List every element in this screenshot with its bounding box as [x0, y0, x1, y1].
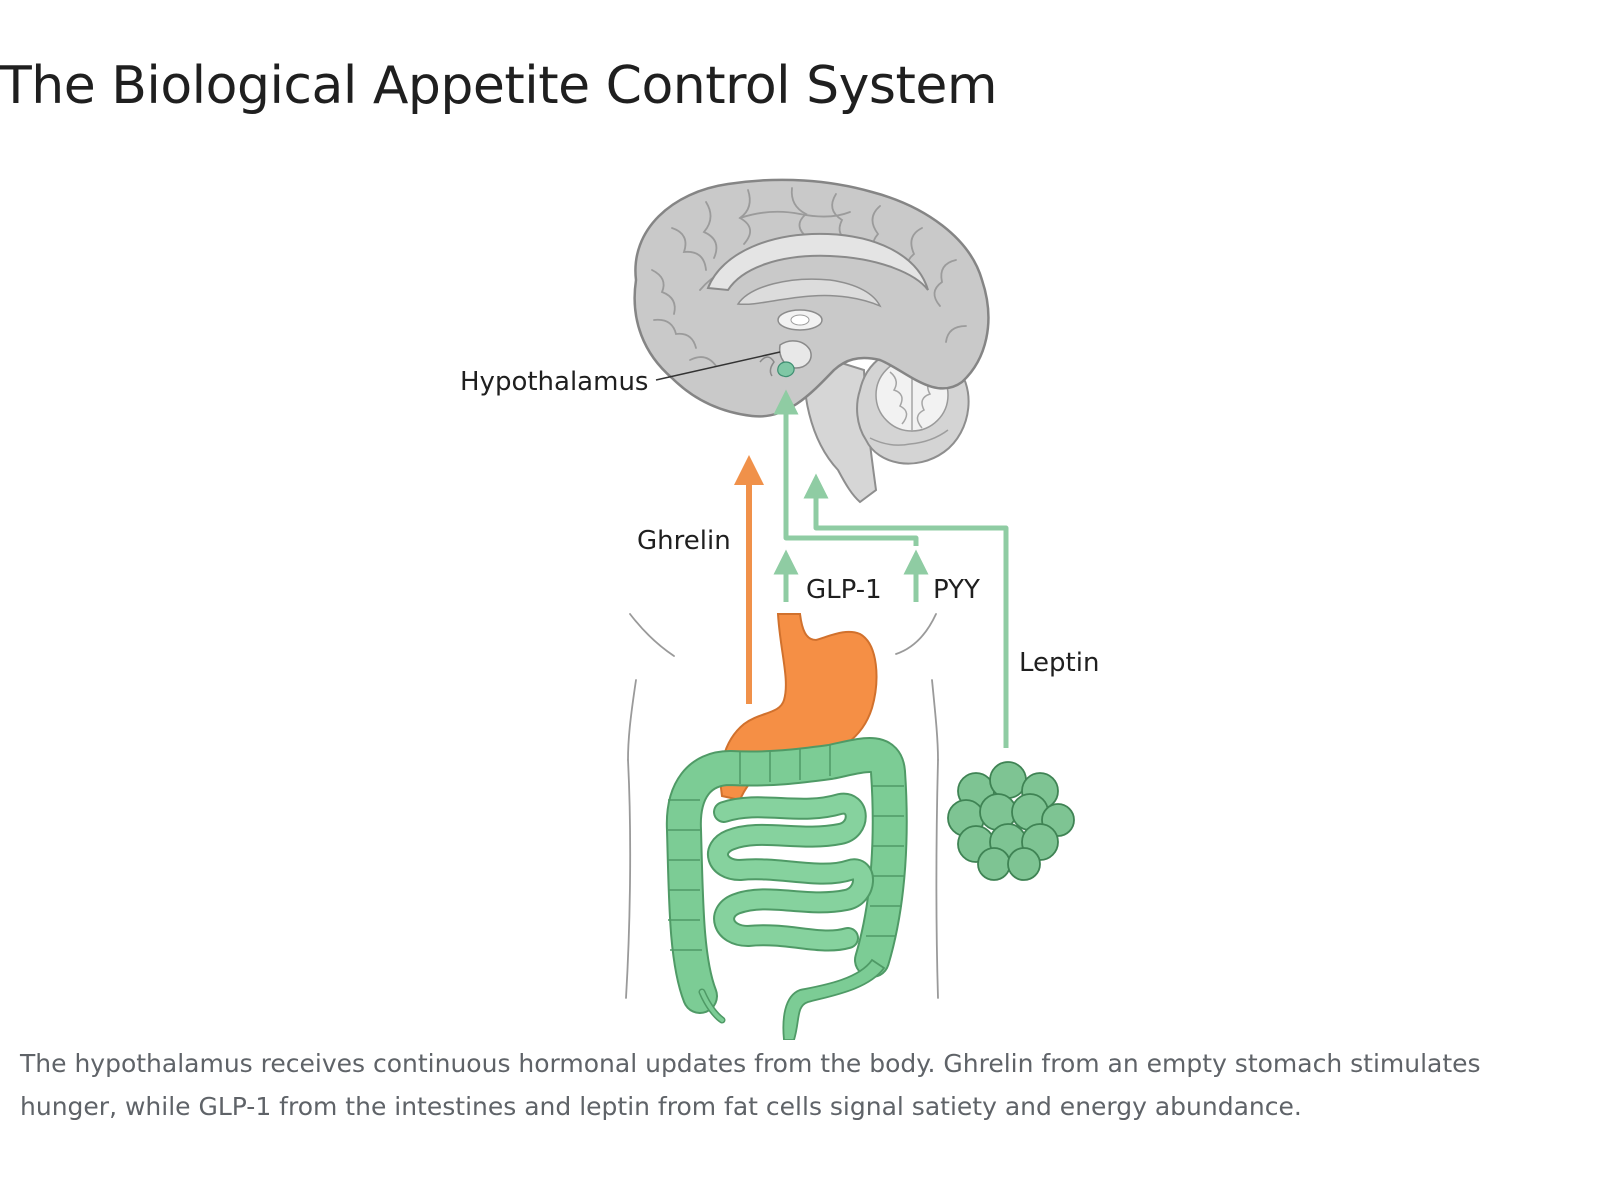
brain-illustration	[633, 178, 990, 504]
leptin-signal-arrow	[803, 473, 1009, 748]
ghrelin-label: Ghrelin	[637, 526, 731, 556]
fornix	[736, 278, 882, 308]
fat-cells-illustration	[947, 761, 1075, 881]
page-title: The Biological Appetite Control System	[0, 56, 998, 116]
glp1-label: GLP-1	[806, 575, 882, 605]
pyy-signal-arrow	[773, 389, 919, 546]
corpus-callosum	[706, 232, 929, 292]
hypothalamus-label: Hypothalamus	[460, 367, 648, 397]
brain-gyri	[651, 187, 967, 367]
cerebrum	[633, 178, 990, 418]
leptin-label: Leptin	[1019, 648, 1099, 678]
intestines-illustration	[665, 737, 908, 1040]
appetite-diagram: Hypothalamus Ghrelin GLP-1 PYY Leptin	[0, 140, 1600, 1040]
pyy-label: PYY	[933, 575, 980, 605]
diagram-caption: The hypothalamus receives continuous hor…	[20, 1049, 1481, 1121]
torso-outline	[625, 613, 939, 999]
hypothalamus-region	[777, 361, 795, 378]
hypothalamus-pointer	[655, 351, 781, 381]
